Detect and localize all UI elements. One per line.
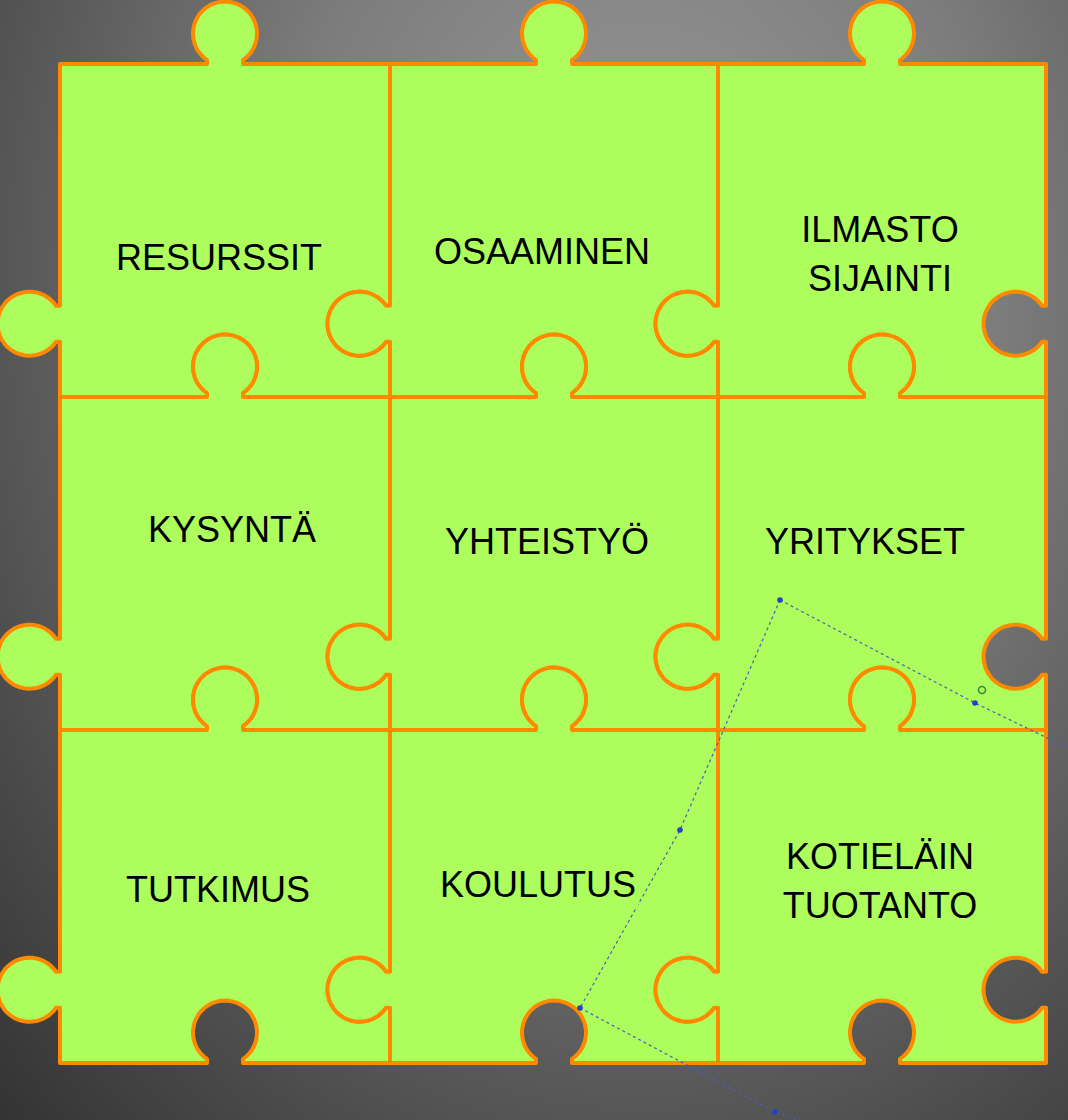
rotate-handle bbox=[979, 687, 986, 694]
guide-dot bbox=[972, 700, 978, 706]
piece-label: YHTEISTYÖ bbox=[443, 518, 651, 567]
puzzle-piece: KOTIELÄIN TUOTANTO bbox=[718, 730, 1046, 1063]
guide-dot bbox=[777, 597, 783, 603]
guide-line bbox=[580, 1008, 800, 1120]
guide-dot bbox=[677, 827, 683, 833]
piece-shape bbox=[656, 335, 1047, 731]
guide-dot bbox=[772, 1109, 778, 1115]
guide-line bbox=[580, 600, 780, 1008]
piece-label: ILMASTO SIJAINTI bbox=[799, 206, 960, 303]
piece-label: KYSYNTÄ bbox=[146, 506, 318, 555]
piece-shape bbox=[656, 2, 1047, 398]
piece-label: KOULUTUS bbox=[438, 861, 638, 910]
piece-label: TUTKIMUS bbox=[124, 866, 312, 915]
guide-line bbox=[780, 600, 1068, 748]
piece-label: YRITYKSET bbox=[763, 518, 967, 567]
guide-dot bbox=[577, 1005, 583, 1011]
piece-shape bbox=[656, 668, 1047, 1064]
piece-label: RESURSSIT bbox=[114, 234, 324, 283]
piece-label: KOTIELÄIN TUOTANTO bbox=[781, 833, 980, 930]
piece-label: OSAAMINEN bbox=[432, 228, 652, 277]
